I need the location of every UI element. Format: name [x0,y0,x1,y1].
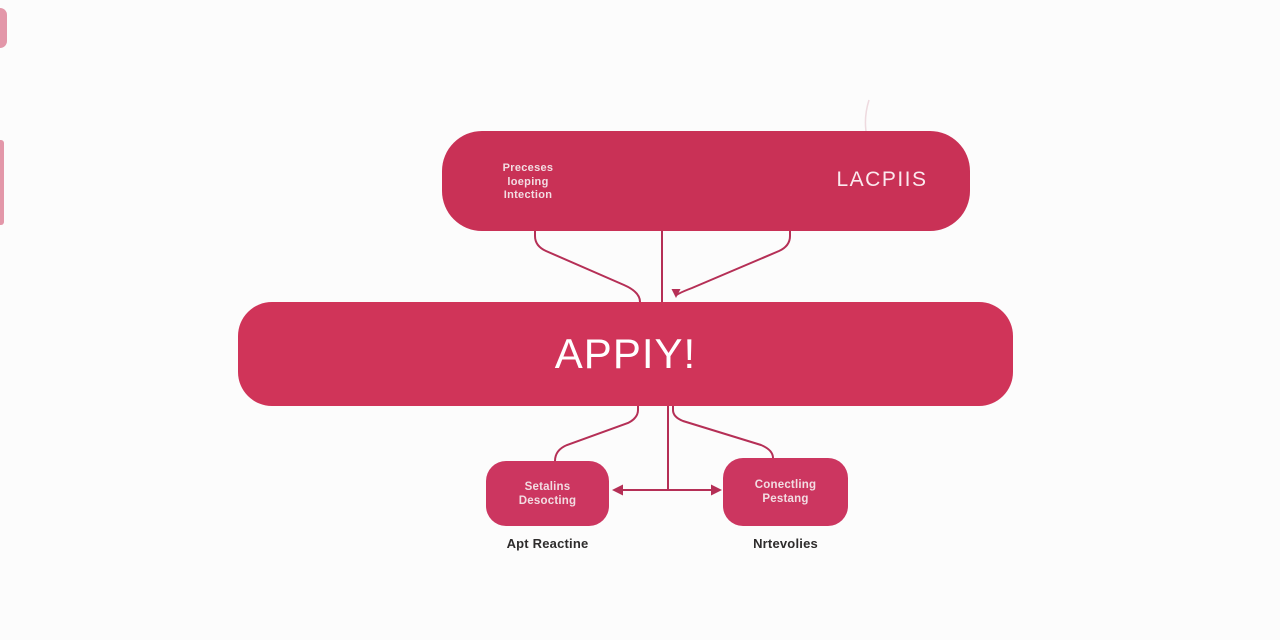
node-top: Preceses loeping Intection LACPIIS [442,131,970,231]
bottom-left-text-line: Desocting [518,494,577,507]
top-box-text-line: Intection [503,189,553,201]
arrowhead-right-icon [711,484,722,496]
top-box-text: Preceses loeping Intection [470,162,586,203]
connector-bottom-left [554,406,639,462]
bottom-right-text-line: Pestang [762,493,809,505]
connector-top-right-arrow [671,231,791,298]
caption-bottom-left: Apt Reactine [506,536,589,551]
bottom-left-text-line: Setalins [524,480,571,493]
arrowhead-left-icon [612,484,623,496]
connector-bottom-right [672,406,774,459]
decorative-stray-line [864,99,870,132]
bottom-right-text-line: Conectling [754,479,817,491]
node-main: APPIY! [238,302,1013,406]
main-box-label: APPIY! [554,330,697,377]
node-bottom-left: Setalins Desocting [486,461,609,526]
bottom-left-text: Setalins Desocting [519,480,576,508]
top-box-text-line: Preceses [502,162,554,174]
node-bottom-right: Conectling Pestang [723,458,848,526]
top-box-text-line: loeping [507,175,549,188]
caption-bottom-right: Nrtevolies [753,536,818,551]
connector-top-left [534,231,641,303]
edge-artifact [0,140,4,225]
edge-artifact [0,8,7,48]
top-box-right-label: LACPIIS [836,168,928,191]
bottom-right-text: Conectling Pestang [755,478,816,506]
